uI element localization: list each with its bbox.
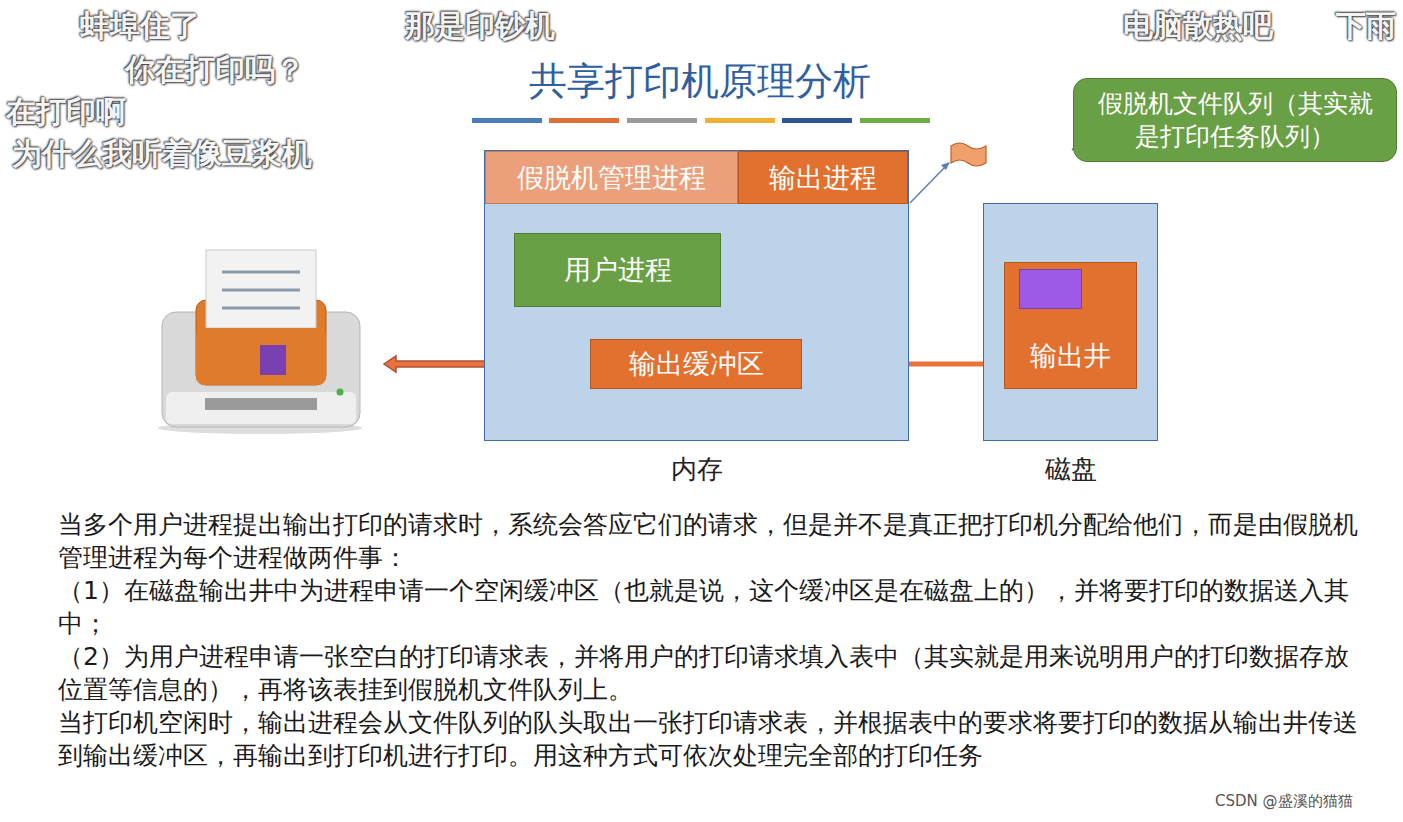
purple-square: [1019, 269, 1082, 309]
flag-icon: [951, 143, 986, 166]
body-paragraph: （2）为用户进程申请一张空白的打印请求表，并将用户的打印请求填入表中（其实就是用…: [58, 640, 1368, 706]
bullet-comment: 你在打印吗？: [125, 50, 305, 91]
box-label: 用户进程: [564, 252, 672, 288]
bullet-comment: 电脑散热吧: [1123, 6, 1273, 47]
output-well-box: 输出井: [1004, 262, 1137, 389]
bullet-comment: 蚌埠住了: [80, 6, 200, 47]
body-paragraph: （1）在磁盘输出井中为进程申请一个空闲缓冲区（也就是说，这个缓冲区是在磁盘上的）…: [58, 574, 1368, 640]
leader-head: [941, 162, 950, 170]
body-paragraph: 当打印机空闲时，输出进程会从文件队列的队头取出一张打印请求表，并根据表中的要求将…: [58, 706, 1368, 772]
bullet-comment: 下雨: [1336, 6, 1396, 47]
title: 共享打印机原理分析: [400, 56, 1000, 107]
region-label: 内存: [485, 452, 908, 487]
leader-line: [910, 166, 946, 203]
watermark: CSDN @盛溪的猫猫: [1215, 792, 1353, 811]
box-label: 假脱机管理进程: [517, 160, 706, 196]
body-text: 当多个用户进程提出输出打印的请求时，系统会答应它们的请求，但是并不是真正把打印机…: [58, 508, 1368, 772]
spool-manager-box: 假脱机管理进程: [485, 151, 738, 204]
callout-box: 假脱机文件队列（其实就是打印任务队列）: [1073, 78, 1397, 162]
bullet-comment: 那是印钞机: [405, 6, 555, 47]
bullet-comment: 在打印啊: [6, 92, 126, 133]
box-label: 输出进程: [769, 160, 877, 196]
box-label: 输出井: [1030, 338, 1111, 374]
user-process-box: 用户进程: [514, 233, 721, 307]
printer-icon: [158, 250, 362, 434]
box-label: 假脱机文件队列（其实就是打印任务队列）: [1088, 87, 1382, 153]
bullet-comment: 为什么我听着像豆浆机: [12, 134, 312, 175]
output-buffer-box: 输出缓冲区: [590, 339, 802, 389]
disk-box: 磁盘输出井: [983, 203, 1158, 441]
title-bars: [472, 118, 930, 123]
memory-box: 内存假脱机管理进程输出进程用户进程输出缓冲区: [484, 150, 909, 441]
region-label: 磁盘: [984, 452, 1157, 487]
output-process-box: 输出进程: [738, 151, 908, 204]
box-label: 输出缓冲区: [629, 346, 764, 382]
body-paragraph: 当多个用户进程提出输出打印的请求时，系统会答应它们的请求，但是并不是真正把打印机…: [58, 508, 1368, 574]
